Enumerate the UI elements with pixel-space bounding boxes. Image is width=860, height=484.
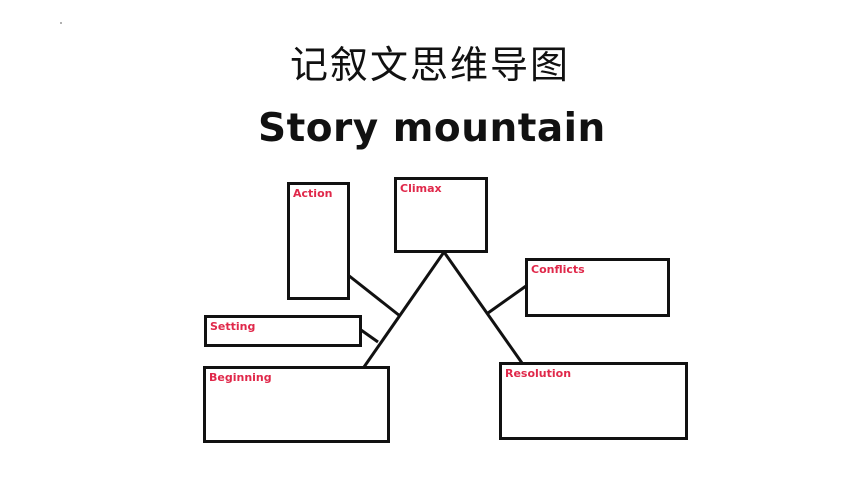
resolution-label: Resolution: [505, 367, 572, 380]
slide-title: 记叙文思维导图: [289, 43, 570, 87]
climax-label: Climax: [400, 182, 442, 195]
diagram-heading: Story mountain: [258, 106, 606, 151]
resolution-box: Resolution: [499, 362, 688, 440]
connector-setting: [360, 328, 379, 344]
conflicts-box: Conflicts: [525, 258, 670, 317]
decorative-dot: [60, 22, 62, 24]
beginning-label: Beginning: [209, 371, 272, 384]
beginning-box: Beginning: [203, 366, 390, 443]
action-box: Action: [287, 182, 350, 300]
connector-action: [347, 273, 401, 318]
mountain-left-slope: [362, 251, 446, 368]
setting-box: Setting: [204, 315, 362, 347]
action-label: Action: [293, 187, 333, 200]
connector-conflicts: [487, 284, 527, 315]
mountain-right-slope: [442, 251, 524, 364]
setting-label: Setting: [210, 320, 256, 333]
climax-box: Climax: [394, 177, 488, 253]
conflicts-label: Conflicts: [531, 263, 585, 276]
